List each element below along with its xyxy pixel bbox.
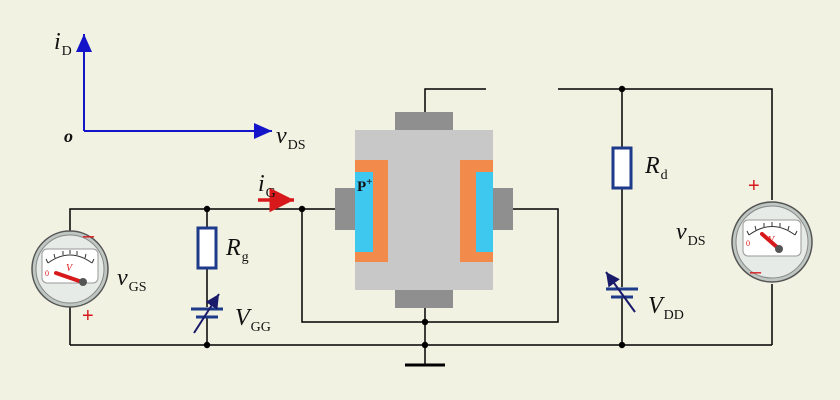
junction-dot <box>618 341 626 349</box>
left-meter-zero: 0 <box>45 269 49 278</box>
junction-dot <box>203 341 211 349</box>
y-axis-label-sub: D <box>61 44 72 59</box>
p-region-label: P <box>357 179 367 195</box>
rd-label-sub: d <box>660 168 668 183</box>
drain-wire-left <box>424 88 486 112</box>
x-axis-label-sub: DS <box>287 138 306 153</box>
vgs-minus-sign: – <box>83 225 95 247</box>
vds-label-sub: DS <box>687 234 706 249</box>
meter-scale-arc <box>47 254 93 264</box>
vds-plus-sign: + <box>748 175 760 197</box>
vgg-label: VGG <box>235 306 271 335</box>
x-axis-label: vDS <box>276 124 306 153</box>
left-gate-contact <box>335 188 355 230</box>
vgs-label-sub: GS <box>128 280 147 295</box>
vgg-variable-arrow <box>193 293 220 334</box>
vgs-voltmeter <box>31 230 109 308</box>
vgs-label-main: v <box>117 265 128 291</box>
vdd-label-main: V <box>648 293 663 319</box>
drain-contact <box>395 112 453 130</box>
source-contact <box>395 290 453 308</box>
right-gate-contact <box>493 188 513 230</box>
junction-dot <box>618 85 626 93</box>
gate-wire <box>69 208 335 236</box>
p-plus-label: P+ <box>357 176 372 196</box>
right-meter-zero: 0 <box>746 239 750 248</box>
origin-label: o <box>64 126 73 146</box>
junction-dot <box>421 318 429 326</box>
junction-dot <box>298 205 306 213</box>
meter-pivot <box>79 278 87 286</box>
y-axis-label-main: i <box>54 29 61 55</box>
rg-label-sub: g <box>241 250 249 265</box>
left-depletion-region <box>355 172 373 252</box>
vgg-label-sub: GG <box>250 320 271 335</box>
rd-label-main: R <box>645 153 660 179</box>
p-region-sup: + <box>366 176 373 188</box>
vds-minus-sign: – <box>750 261 762 283</box>
drain-wire-right <box>558 88 773 200</box>
right-meter-v-text: V <box>768 235 775 246</box>
ig-label-main: i <box>258 171 265 197</box>
rg-label-main: R <box>226 235 241 261</box>
vgg-source <box>191 293 223 334</box>
vgs-label: vGS <box>117 266 147 295</box>
vdd-label: VDD <box>648 294 684 323</box>
iv-axes <box>76 34 272 139</box>
rd-label: Rd <box>645 154 668 183</box>
meter-scale-ticks <box>746 222 798 236</box>
vdd-label-sub: DD <box>663 308 684 323</box>
meter-needle <box>54 271 84 284</box>
vgg-label-main: V <box>235 305 250 331</box>
vdd-source <box>605 271 638 313</box>
meter-scale-ticks <box>45 250 95 264</box>
x-axis-label-main: v <box>276 123 287 149</box>
meter-needle <box>760 232 780 250</box>
junction-dot <box>203 205 211 213</box>
vds-label-main: v <box>676 219 687 245</box>
rg-label: Rg <box>226 236 249 265</box>
meter-scale-arc <box>748 226 796 236</box>
right-depletion-region <box>476 172 493 252</box>
y-axis-label: iD <box>54 30 72 59</box>
circuit-wires <box>69 88 773 367</box>
rg-resistor <box>196 226 218 270</box>
junction-dots <box>203 85 626 349</box>
left-meter-v-text: V <box>66 263 73 274</box>
vdd-variable-arrow <box>605 271 636 313</box>
junction-dot <box>421 341 429 349</box>
vgs-plus-sign: + <box>82 305 94 327</box>
ig-label-sub: G <box>265 186 276 201</box>
ig-label: iG <box>258 172 276 201</box>
vds-voltmeter <box>731 201 813 283</box>
jfet-device <box>335 112 513 308</box>
vds-label: vDS <box>676 220 706 249</box>
meter-face <box>742 219 802 257</box>
meter-pivot <box>775 245 783 253</box>
rd-resistor <box>611 146 633 190</box>
gate-loop-wire <box>301 208 559 323</box>
